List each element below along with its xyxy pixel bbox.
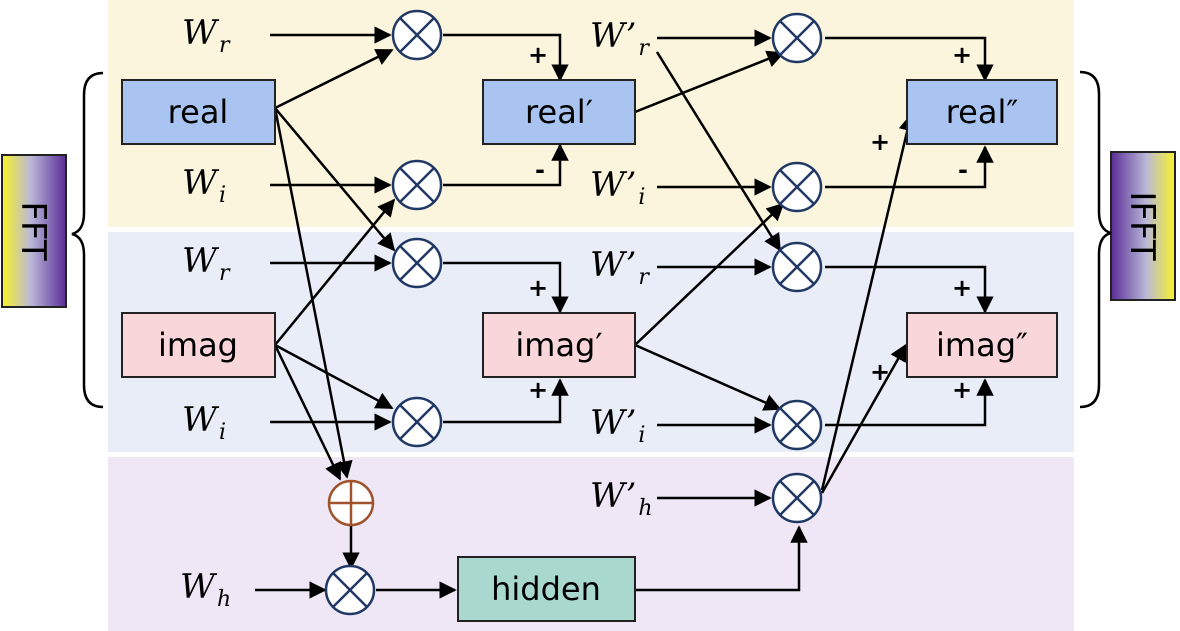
box-real-prime: real′	[482, 79, 636, 145]
multiply-icon	[771, 161, 823, 213]
box-hidden-label: hidden	[491, 570, 601, 608]
sign-plus: +	[952, 376, 972, 404]
weight-w-r: Wr	[182, 241, 231, 286]
sign-plus: +	[870, 358, 890, 386]
signs: + - + + + - + + + +	[528, 41, 972, 404]
ifft-text: IFFT	[1122, 191, 1162, 261]
box-real: real	[121, 79, 276, 145]
box-imag-label: imag	[158, 326, 238, 364]
box-imag-double-prime: imag″	[906, 312, 1058, 378]
box-real-prime-label: real′	[525, 93, 593, 131]
box-imag: imag	[121, 312, 276, 378]
multiply-nodes	[324, 9, 823, 616]
multiply-icon	[771, 241, 823, 293]
left-brace	[71, 71, 104, 409]
sign-plus: +	[952, 41, 972, 69]
weight-w-r: Wr	[182, 13, 231, 58]
weight-w-i: Wi	[182, 400, 226, 445]
add-icon	[327, 479, 375, 527]
multiply-icon	[771, 399, 823, 451]
weight-w-i: Wi	[182, 163, 226, 208]
box-imag-double-prime-label: imag″	[936, 326, 1028, 364]
box-imag-prime-label: imag′	[515, 326, 602, 364]
sign-plus: +	[528, 41, 548, 69]
weight-w-prime-h: W’h	[590, 476, 653, 521]
weight-w-prime-i: W’i	[590, 165, 645, 210]
fft-label: FFT	[1, 154, 67, 308]
fft-text: FFT	[13, 201, 53, 261]
sign-plus: +	[528, 274, 548, 302]
multiply-icon	[391, 9, 443, 61]
weight-w-prime-r: W’r	[590, 16, 650, 61]
box-hidden: hidden	[457, 556, 636, 622]
box-real-label: real	[168, 93, 229, 131]
connections	[255, 26, 994, 599]
multiply-icon	[391, 396, 443, 448]
sign-plus: +	[528, 376, 548, 404]
sign-minus: -	[958, 156, 968, 184]
sign-minus: -	[535, 156, 545, 184]
sign-plus: +	[952, 274, 972, 302]
multiply-icon	[771, 472, 823, 524]
ifft-label: IFFT	[1110, 151, 1176, 301]
multiply-icon	[324, 564, 376, 616]
right-brace	[1079, 70, 1112, 409]
multiply-icon	[391, 237, 443, 289]
weight-w-prime-r: W’r	[590, 245, 650, 290]
multiply-icon	[771, 12, 823, 64]
weight-w-prime-i: W’i	[590, 403, 645, 448]
weight-labels: Wr Wi Wr Wi Wh W’r W’i W’r W’i W’h	[180, 13, 653, 612]
box-real-double-prime: real″	[906, 79, 1058, 145]
multiply-icon	[391, 159, 443, 211]
box-real-double-prime-label: real″	[946, 93, 1019, 131]
box-imag-prime: imag′	[482, 312, 636, 378]
sign-plus: +	[870, 128, 890, 156]
weight-w-h: Wh	[180, 567, 231, 612]
